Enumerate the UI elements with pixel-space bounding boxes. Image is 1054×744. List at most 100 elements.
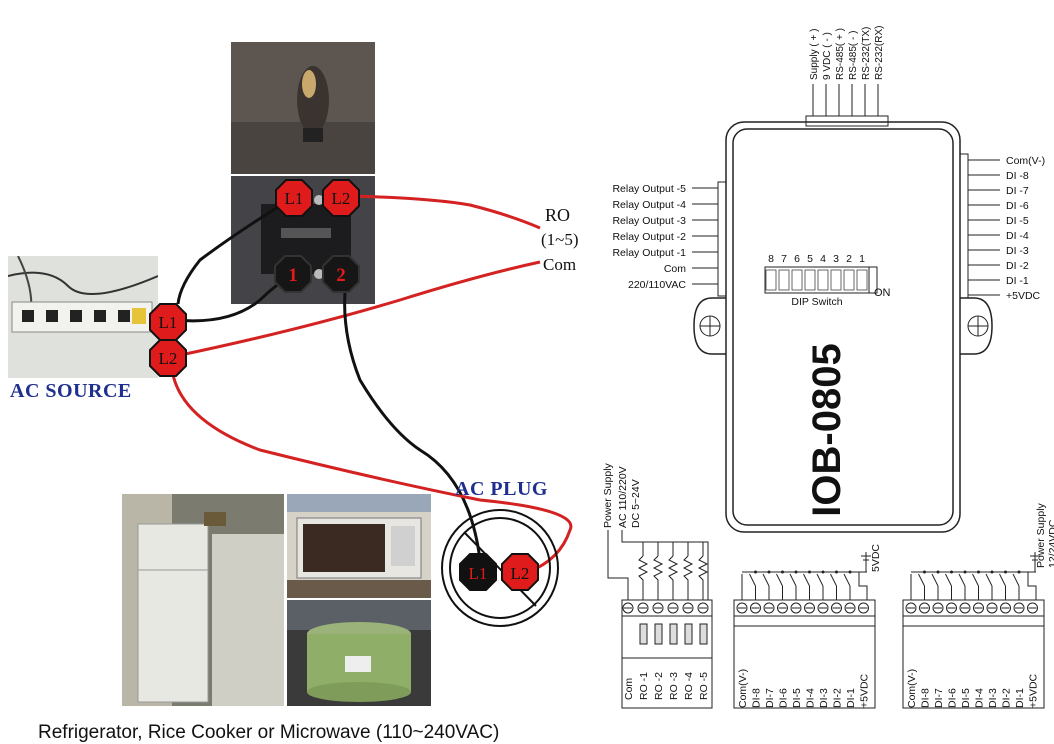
top-pin-label: RS-232(TX) — [861, 27, 872, 80]
rice-cooker-photo — [287, 600, 431, 706]
relay-load-resistor — [652, 555, 664, 600]
module-name: IOB-0805 — [805, 343, 849, 516]
dip-slot — [778, 269, 790, 291]
terminal-plug-l2: L2 — [501, 553, 539, 591]
di-label-box — [902, 625, 1045, 709]
relay-supply-wire — [607, 530, 629, 600]
dip-number: 2 — [846, 253, 852, 265]
dip-number: 4 — [820, 253, 826, 265]
di-switch-node — [781, 570, 784, 574]
di-switch-node — [977, 570, 980, 574]
relay-supply-label: Power Supply — [602, 462, 614, 528]
di-supply-lead — [1027, 572, 1037, 600]
right-pin-label: DI -8 — [1006, 170, 1029, 182]
dip-switch-label: DIP Switch — [791, 296, 842, 308]
di-screw — [973, 602, 984, 614]
top-pin-label: 9 VDC ( - ) — [822, 32, 833, 80]
di-screw — [946, 602, 957, 614]
left-pin-label: Relay Output -1 — [612, 247, 686, 259]
right-pin-label: DI -4 — [1006, 230, 1029, 242]
di-switch-node — [923, 570, 926, 574]
di-switch — [816, 573, 824, 587]
relay-supply-label: AC 110/220V — [617, 466, 629, 528]
power-strip-photo — [8, 256, 158, 378]
di-switch — [776, 573, 783, 587]
left-pin-label: Com — [664, 263, 686, 275]
di-terminal-label: DI-3 — [818, 688, 830, 708]
di-switch — [803, 573, 810, 587]
wire-relay-l1-to-source-l1 — [176, 194, 297, 305]
di-screw — [1013, 602, 1025, 614]
terminal-source-l2: L2 — [149, 339, 187, 377]
di-terminal-label: DI-5 — [960, 688, 972, 708]
top-pin-label: RS-485( + ) — [835, 28, 846, 80]
right-pin-label: Com(V-) — [1006, 155, 1045, 167]
di-terminal-label: DI-2 — [1001, 688, 1013, 708]
di-screw — [790, 602, 802, 614]
di-terminal-label: DI-4 — [974, 688, 986, 708]
di-screw — [959, 602, 971, 614]
top-pin-label: RS-485( - ) — [848, 31, 859, 80]
di-screw — [750, 602, 761, 614]
ac-plug-label: AC PLUG — [455, 478, 548, 500]
relay-label-box — [621, 657, 713, 709]
di-switch-node — [990, 570, 994, 574]
dip-slot — [791, 269, 803, 291]
svg-text:L2: L2 — [159, 349, 178, 368]
di-switch-node — [963, 570, 967, 574]
wire-relay-l2-to-ro — [349, 194, 541, 230]
relay-load-resistor — [682, 555, 694, 600]
di-switch-node — [1004, 570, 1007, 574]
relay-supply-label: DC 5~24V — [630, 479, 642, 528]
di-ext-supply-title: Power Supply — [1035, 502, 1047, 568]
relay-terminal-label: RO -4 — [683, 672, 695, 700]
terminal-relay-1: 1 — [274, 255, 312, 293]
di-screw — [905, 602, 917, 614]
relay-contact — [684, 623, 693, 645]
com-label: Com — [543, 255, 577, 274]
di-screw — [1027, 602, 1038, 614]
dip-number: 1 — [859, 253, 865, 265]
di-screw — [858, 602, 869, 614]
relay-screw — [652, 602, 664, 614]
di-switch-node — [950, 570, 953, 574]
di-switch — [958, 573, 966, 587]
dip-number: 3 — [833, 253, 839, 265]
relay-terminal-label: RO -1 — [638, 672, 650, 700]
di-screw — [804, 602, 815, 614]
refrigerator-photo — [122, 494, 284, 706]
relay-bus-wire — [621, 530, 709, 600]
terminal-relay-l1: L1 — [275, 179, 313, 217]
di-terminal-label: DI-7 — [764, 688, 776, 708]
di-terminal-label: DI-6 — [947, 688, 959, 708]
di-screw — [831, 602, 842, 614]
relay-load-resistor — [697, 555, 709, 600]
di-screw — [777, 602, 788, 614]
di-switch — [918, 573, 925, 587]
di-5v-label: 5VDC — [870, 544, 882, 572]
di-screw — [919, 602, 930, 614]
bulb-icon — [231, 42, 375, 174]
ac-source-label: AC SOURCE — [10, 380, 132, 402]
di-terminal-base — [733, 615, 876, 627]
relay-terminal-label: RO -5 — [698, 672, 710, 700]
terminal-relay-2: 2 — [322, 255, 360, 293]
bulb-photo — [231, 42, 375, 174]
di-terminal-label: DI-1 — [1014, 688, 1026, 708]
dip-slot — [817, 269, 829, 291]
di-switch-node — [767, 570, 771, 574]
ro-range-label: (1~5) — [541, 230, 579, 249]
dip-slot — [830, 269, 842, 291]
relay-screw — [637, 602, 649, 614]
right-pin-label: DI -5 — [1006, 215, 1029, 227]
relay-contact — [654, 623, 663, 645]
ac-plug-outline — [441, 509, 559, 627]
di-terminal-label: +5VDC — [1028, 673, 1040, 708]
terminal-source-l1: L1 — [149, 303, 187, 341]
relay-screw — [622, 602, 634, 614]
dip-slot — [856, 269, 868, 291]
di-switch-node — [821, 570, 825, 574]
di-screw — [932, 602, 944, 614]
